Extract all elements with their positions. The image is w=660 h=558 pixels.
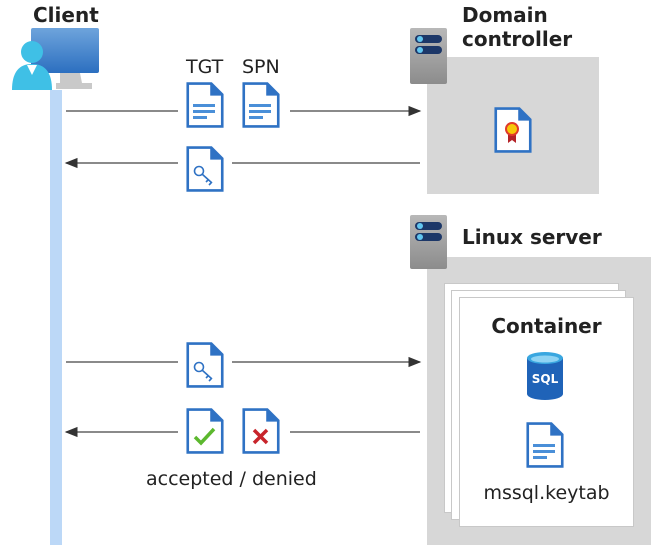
container-sheet: [459, 297, 634, 527]
keytab-file-icon: [526, 422, 564, 468]
linux-server-title: Linux server: [462, 225, 602, 249]
domain-controller-title: Domain controller: [462, 3, 572, 51]
spn-document-icon: [242, 82, 280, 128]
key-ticket-icon: [186, 146, 224, 192]
spn-label: SPN: [242, 56, 280, 78]
keytab-label: mssql.keytab: [483, 482, 610, 504]
tgt-label: TGT: [186, 56, 224, 78]
accepted-check-icon: [186, 408, 224, 454]
certificate-icon: [494, 107, 532, 153]
sql-database-icon: [527, 352, 563, 400]
sql-label: SQL: [531, 372, 559, 386]
tgt-document-icon: [186, 82, 224, 128]
denied-x-icon: [242, 408, 280, 454]
title-line: controller: [462, 27, 573, 51]
client-lifeline: [50, 90, 62, 545]
key-ticket-icon: [186, 342, 224, 388]
client-title: Client: [33, 3, 99, 27]
server-icon: [410, 28, 447, 84]
title-line: Domain: [462, 3, 548, 27]
server-icon: [410, 215, 447, 269]
container-title: Container: [491, 314, 602, 338]
result-label: accepted / denied: [146, 468, 317, 490]
client-icon: [12, 28, 99, 90]
